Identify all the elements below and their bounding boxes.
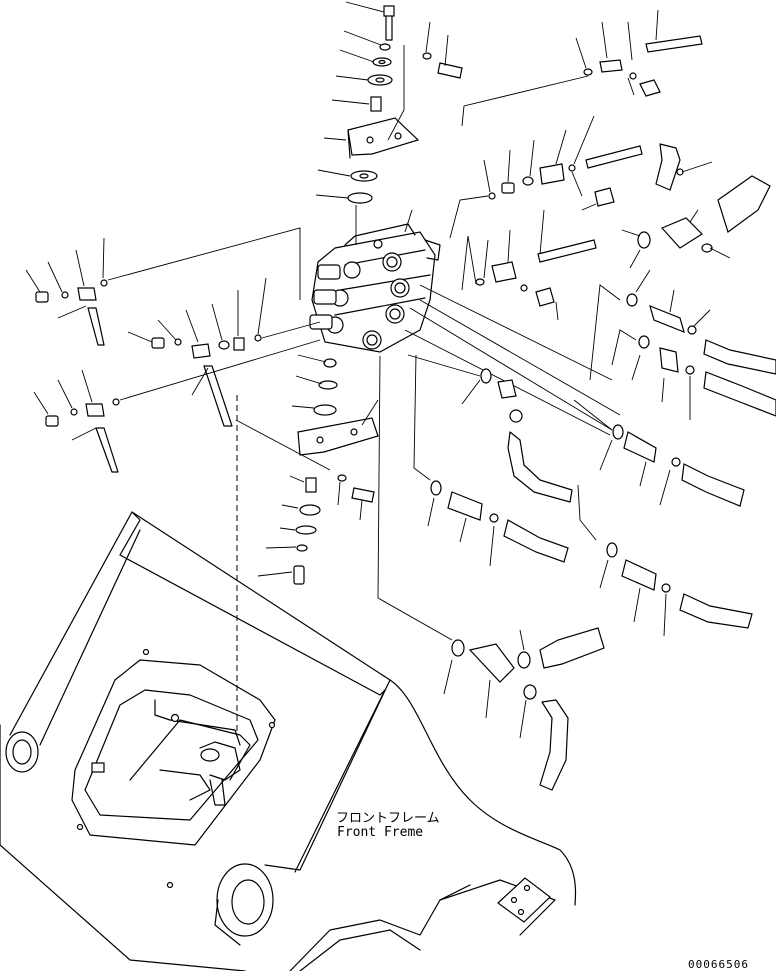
drawing-id: 00066506	[688, 958, 749, 971]
control-valve	[309, 223, 441, 353]
frame-label-english: Front Freme	[337, 825, 423, 840]
right-middle-hoses	[404, 269, 776, 436]
left-fittings	[25, 227, 321, 473]
bottom-stack	[235, 354, 379, 585]
right-upper-fittings	[449, 9, 771, 321]
frame-label-japanese: フロントフレーム	[336, 811, 440, 826]
top-stack	[315, 1, 463, 245]
front-frame	[0, 511, 577, 971]
right-lower-hoses	[377, 354, 753, 791]
